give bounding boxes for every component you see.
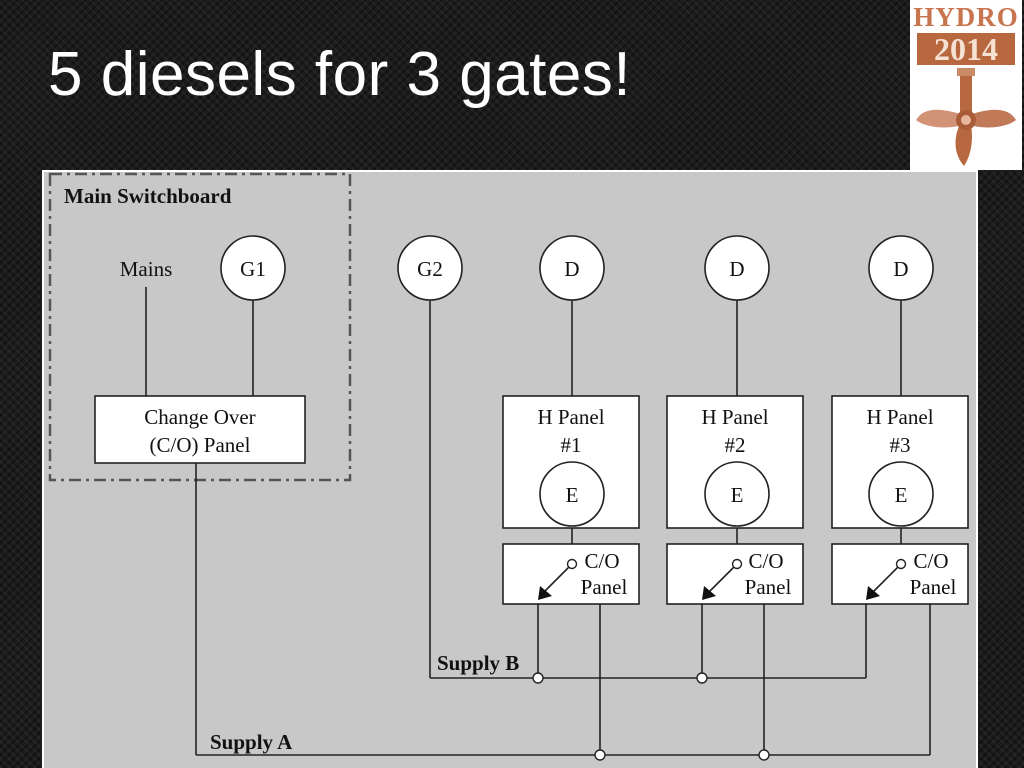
generator-g2-label: G2 [417, 257, 443, 281]
h-panel-2-engine [704, 461, 770, 527]
co-panel-3-switch-arrow [866, 586, 880, 600]
turbine-icon [916, 68, 1016, 166]
co-panel-3-line1: C/O [913, 549, 948, 573]
diesel-generator-1 [539, 235, 605, 301]
co-panel-1-switch-arrow [538, 586, 552, 600]
h-panel-2-engine-label: E [731, 483, 744, 507]
h-panel-2-line2: #2 [725, 433, 746, 457]
generator-g1-label: G1 [240, 257, 266, 281]
co-panel-2-line1: C/O [748, 549, 783, 573]
co-panel-3-line2: Panel [910, 575, 957, 599]
co-panel-2-switch-node [731, 558, 743, 570]
h-panel-3-line2: #3 [890, 433, 911, 457]
h-panel-1-line2: #1 [561, 433, 582, 457]
mains-label: Mains [120, 257, 173, 281]
hydro-2014-logo: HYDRO 2014 [910, 0, 1022, 170]
logo-word: HYDRO [913, 2, 1019, 32]
change-over-panel-line1: Change Over [144, 405, 255, 429]
co-panel-3-switch-node [895, 558, 907, 570]
supply-a-label: Supply A [210, 730, 293, 754]
generator-g1 [220, 235, 286, 301]
supply-a-junction-1 [594, 749, 606, 761]
diesel-generator-3-label: D [893, 257, 908, 281]
change-over-panel [94, 395, 306, 464]
supply-b-label: Supply B [437, 651, 519, 675]
co-panel-2 [666, 543, 804, 605]
supply-a-junction-2 [758, 749, 770, 761]
h-panel-3-line1: H Panel [866, 405, 933, 429]
diesel-generator-3 [868, 235, 934, 301]
co-panel-1 [502, 543, 640, 605]
co-panel-2-switch [708, 563, 738, 593]
diesel-generator-2 [704, 235, 770, 301]
h-panel-1-engine-label: E [566, 483, 579, 507]
slide-title: 5 diesels for 3 gates! [48, 40, 632, 109]
co-panel-1-switch [543, 563, 573, 593]
co-panel-1-switch-node [566, 558, 578, 570]
diagram-panel: Main Switchboard Mains G1 G2 Change Over… [42, 170, 978, 768]
logo-year: 2014 [917, 33, 1015, 65]
co-panel-3 [831, 543, 969, 605]
change-over-panel-line2: (C/O) Panel [150, 433, 251, 457]
co-panel-3-switch [872, 563, 902, 593]
h-panel-3-engine [868, 461, 934, 527]
supply-b-junction-2 [696, 672, 708, 684]
diesel-generator-1-label: D [564, 257, 579, 281]
co-panel-2-line2: Panel [745, 575, 792, 599]
wiring [145, 287, 931, 756]
h-panel-1-line1: H Panel [537, 405, 604, 429]
diesel-generator-2-label: D [729, 257, 744, 281]
co-panel-2-switch-arrow [702, 586, 716, 600]
main-switchboard-boundary [48, 172, 352, 482]
h-panel-1-engine [539, 461, 605, 527]
power-supply-diagram: Main Switchboard Mains G1 G2 Change Over… [48, 172, 969, 761]
supply-b-junction-1 [532, 672, 544, 684]
co-panel-1-line2: Panel [581, 575, 628, 599]
h-panel-2-line1: H Panel [701, 405, 768, 429]
generator-g2 [397, 235, 463, 301]
co-panel-1-line1: C/O [584, 549, 619, 573]
h-panel-3-engine-label: E [895, 483, 908, 507]
main-switchboard-label: Main Switchboard [64, 184, 232, 208]
